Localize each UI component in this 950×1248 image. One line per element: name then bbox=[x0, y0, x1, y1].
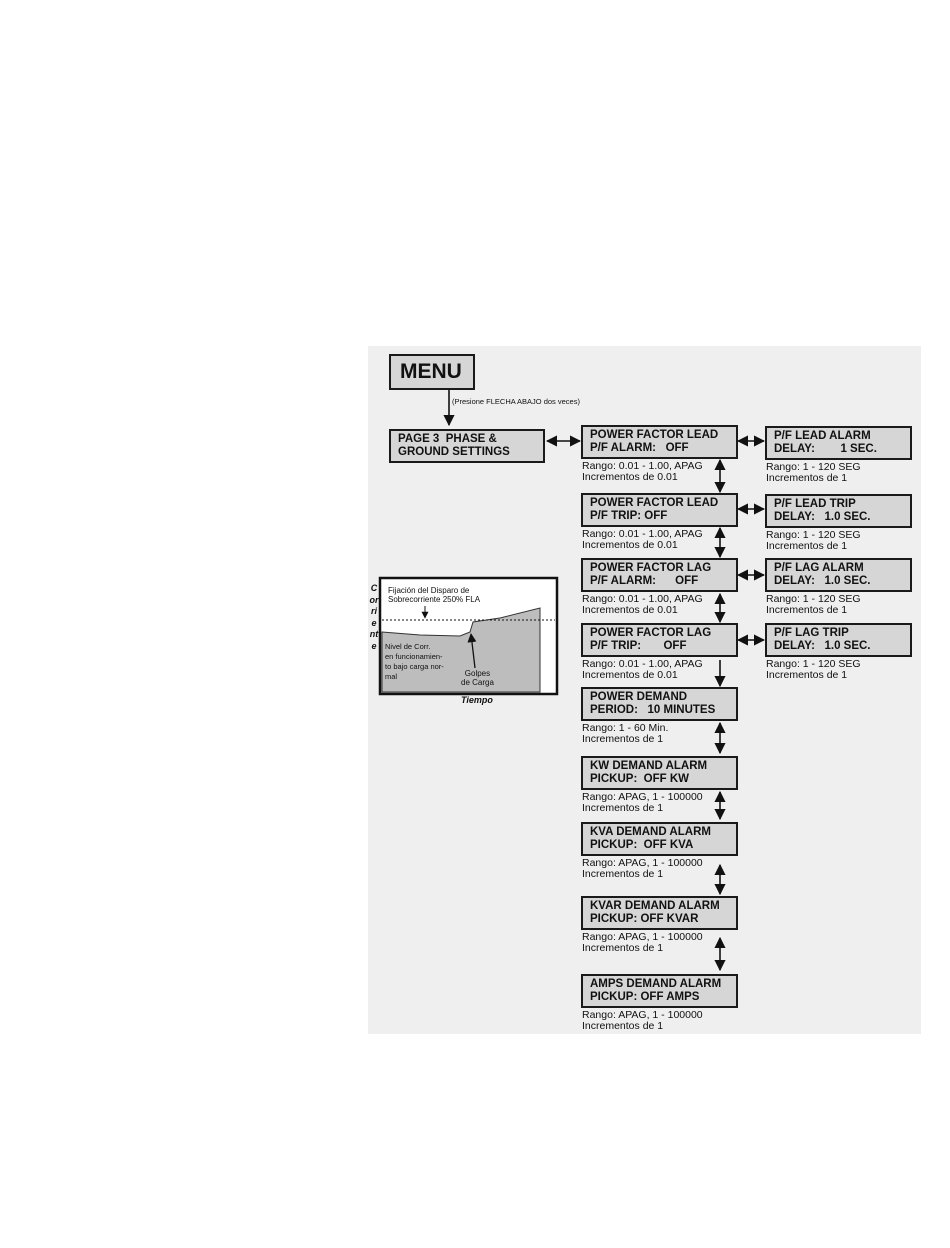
main-setting-value: PICKUP: OFF KVAR bbox=[590, 913, 699, 925]
increment-text: Incrementos de 1 bbox=[766, 471, 848, 484]
increment-text: Incrementos de 1 bbox=[582, 801, 664, 814]
range-text: Rango: 1 - 120 SEG bbox=[766, 593, 861, 605]
increment-text: Incrementos de 0.01 bbox=[582, 668, 678, 681]
main-setting-title: POWER FACTOR LEAD bbox=[590, 497, 719, 509]
load-bumps-label: Golpes de Carga bbox=[461, 669, 494, 687]
main-setting-title: KW DEMAND ALARM bbox=[590, 760, 708, 772]
increment-text: Incrementos de 1 bbox=[582, 941, 664, 954]
side-setting-value: DELAY: 1.0 SEC. bbox=[774, 640, 871, 652]
main-setting-value: PICKUP: OFF AMPS bbox=[590, 991, 700, 1003]
range-text: Rango: 1 - 120 SEG bbox=[766, 658, 861, 670]
menu-hint: (Presione FLECHA ABAJO dos veces) bbox=[452, 397, 580, 406]
main-setting-title: POWER FACTOR LAG bbox=[590, 627, 712, 639]
main-setting-title: POWER FACTOR LEAD bbox=[590, 429, 719, 441]
increment-text: Incrementos de 0.01 bbox=[582, 603, 678, 616]
current-time-inset bbox=[378, 576, 559, 696]
main-setting-title: POWER FACTOR LAG bbox=[590, 562, 712, 574]
range-text: Rango: APAG, 1 - 100000 bbox=[582, 1009, 703, 1021]
range-text: Rango: 1 - 120 SEG bbox=[766, 461, 861, 473]
range-text: Rango: 0.01 - 1.00, APAG bbox=[582, 658, 703, 670]
trip-setting-label: Fijación del Disparo de Sobrecorriente 2… bbox=[388, 586, 481, 604]
page3-box[interactable]: PAGE 3 PHASE & GROUND SETTINGS bbox=[389, 429, 545, 463]
side-setting-value: DELAY: 1.0 SEC. bbox=[774, 511, 871, 523]
side-setting-value: DELAY: 1.0 SEC. bbox=[774, 575, 871, 587]
side-setting-title: P/F LEAD TRIP bbox=[774, 498, 856, 510]
page3-line2: GROUND SETTINGS bbox=[398, 446, 510, 458]
range-text: Rango: 1 - 120 SEG bbox=[766, 529, 861, 541]
range-text: Rango: APAG, 1 - 100000 bbox=[582, 931, 703, 943]
increment-text: Incrementos de 1 bbox=[582, 732, 664, 745]
main-setting-value: P/F ALARM: OFF bbox=[590, 442, 689, 454]
main-setting-value: PICKUP: OFF KVA bbox=[590, 839, 694, 851]
increment-text: Incrementos de 1 bbox=[766, 603, 848, 616]
main-setting-title: KVA DEMAND ALARM bbox=[590, 826, 711, 838]
increment-text: Incrementos de 0.01 bbox=[582, 470, 678, 483]
range-text: Rango: 1 - 60 Min. bbox=[582, 722, 669, 734]
x-axis-label: Tiempo bbox=[461, 695, 493, 705]
main-range-note: Rango: 1 - 60 Min.Incrementos de 1 bbox=[582, 723, 668, 744]
range-text: Rango: APAG, 1 - 100000 bbox=[582, 791, 703, 803]
main-setting-value: P/F TRIP: OFF bbox=[590, 510, 668, 522]
increment-text: Incrementos de 1 bbox=[766, 668, 848, 681]
main-setting-title: AMPS DEMAND ALARM bbox=[590, 978, 722, 990]
current-level-label: Nivel de Corr. en funcionamien- to bajo … bbox=[385, 642, 444, 681]
y-axis-label: Corriente bbox=[369, 583, 379, 651]
range-text: Rango: APAG, 1 - 100000 bbox=[582, 857, 703, 869]
side-setting-title: P/F LAG TRIP bbox=[774, 627, 849, 639]
main-setting-value: P/F TRIP: OFF bbox=[590, 640, 687, 652]
increment-text: Incrementos de 0.01 bbox=[582, 538, 678, 551]
side-setting-title: P/F LEAD ALARM bbox=[774, 430, 871, 442]
increment-text: Incrementos de 1 bbox=[582, 1019, 664, 1032]
range-text: Rango: 0.01 - 1.00, APAG bbox=[582, 528, 703, 540]
main-setting-title: POWER DEMAND bbox=[590, 691, 688, 703]
increment-text: Incrementos de 1 bbox=[766, 539, 848, 552]
range-text: Rango: 0.01 - 1.00, APAG bbox=[582, 593, 703, 605]
main-setting-title: KVAR DEMAND ALARM bbox=[590, 900, 720, 912]
increment-text: Incrementos de 1 bbox=[582, 867, 664, 880]
range-text: Rango: 0.01 - 1.00, APAG bbox=[582, 460, 703, 472]
side-setting-value: DELAY: 1 SEC. bbox=[774, 443, 877, 455]
main-setting-value: P/F ALARM: OFF bbox=[590, 575, 699, 587]
main-setting-value: PERIOD: 10 MINUTES bbox=[590, 704, 716, 716]
page3-line1: PAGE 3 PHASE & bbox=[398, 433, 497, 445]
main-setting-value: PICKUP: OFF KW bbox=[590, 773, 690, 785]
menu-box[interactable]: MENU bbox=[389, 354, 475, 390]
side-setting-title: P/F LAG ALARM bbox=[774, 562, 864, 574]
